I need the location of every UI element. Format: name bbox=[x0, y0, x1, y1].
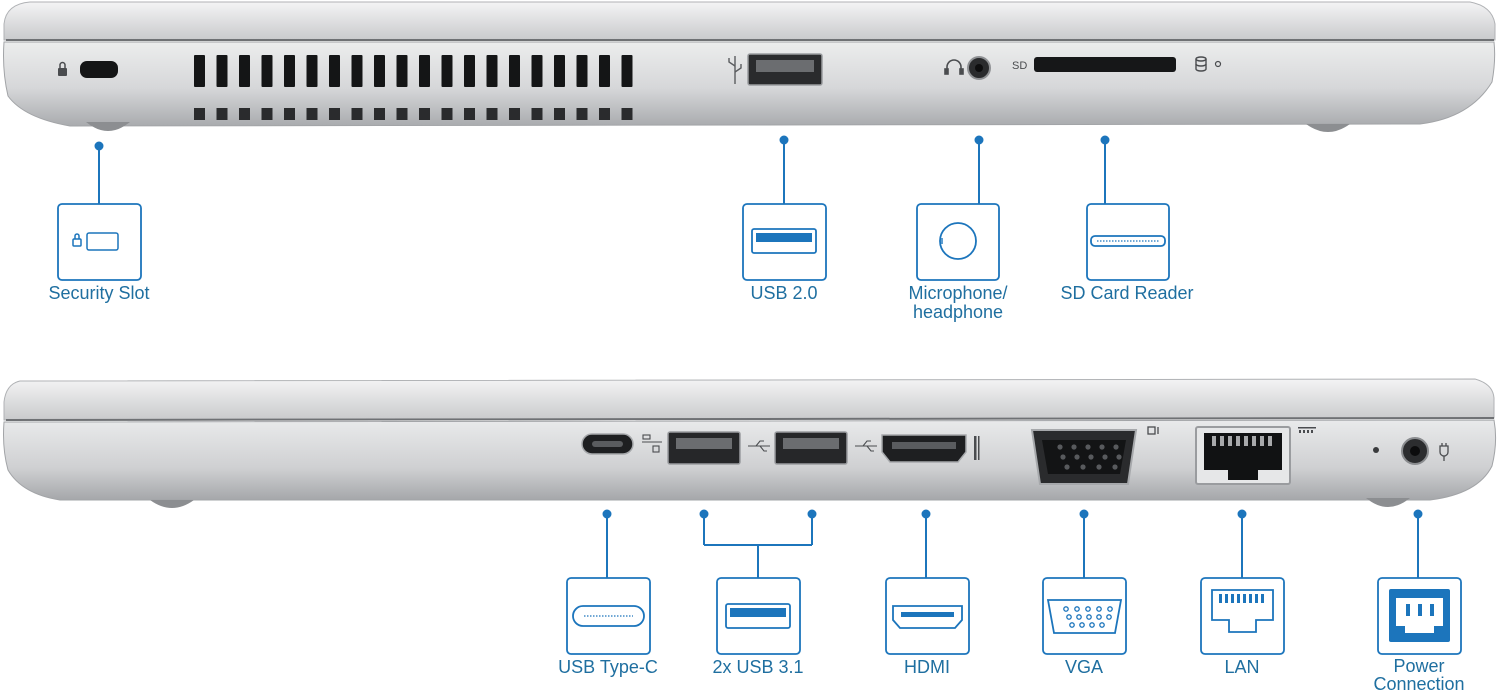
usb-type-c-label: USB Type-C bbox=[558, 657, 658, 677]
power-connector-icon bbox=[1389, 589, 1450, 642]
lock-slot-icon bbox=[72, 232, 119, 251]
laptop-left-side: SD bbox=[3, 1, 1496, 132]
hdmi-label: HDMI bbox=[904, 657, 950, 677]
storage-icon bbox=[1195, 56, 1207, 72]
audio-jack-icon bbox=[939, 222, 977, 260]
hdmi-card bbox=[885, 577, 970, 655]
lan-label: LAN bbox=[1224, 657, 1260, 677]
network-symbol-icon bbox=[1298, 427, 1316, 433]
audio-jack-label: Microphone/ headphone bbox=[908, 283, 1008, 322]
usb-3-symbol-icon bbox=[748, 440, 770, 452]
power-connection-label: Power Connection bbox=[1373, 656, 1465, 694]
ethernet-port-icon bbox=[1211, 589, 1274, 633]
security-slot-card bbox=[57, 203, 142, 281]
power-plug-symbol-icon bbox=[1439, 443, 1449, 461]
usb-3-symbol-icon bbox=[855, 440, 877, 452]
right-side-callouts bbox=[602, 509, 1423, 578]
usb-2-0-card bbox=[742, 203, 827, 281]
sd-marking: SD bbox=[1012, 60, 1027, 72]
usb-a-port-icon bbox=[725, 603, 791, 629]
usb-symbol-icon bbox=[728, 56, 742, 84]
headphone-icon bbox=[944, 59, 964, 75]
hdmi-port-icon bbox=[892, 605, 963, 629]
sd-card-reader-card bbox=[1086, 203, 1170, 281]
left-side-callouts bbox=[94, 135, 1110, 204]
vga-card bbox=[1042, 577, 1127, 655]
lan-card bbox=[1200, 577, 1285, 655]
power-connection-card bbox=[1377, 577, 1462, 655]
power-led bbox=[1373, 447, 1379, 453]
lock-icon bbox=[58, 61, 67, 76]
usb-c-symbol-icon bbox=[642, 434, 662, 453]
usb-type-c-card bbox=[566, 577, 651, 655]
hdmi-symbol-icon bbox=[974, 436, 980, 460]
usb-2-0-label: USB 2.0 bbox=[750, 283, 818, 303]
audio-jack-card bbox=[916, 203, 1000, 281]
usb-3-1-label: 2x USB 3.1 bbox=[712, 657, 804, 677]
sd-card-slot bbox=[1034, 57, 1176, 72]
sd-card-slot-icon bbox=[1090, 235, 1166, 247]
usb-a-port-icon bbox=[751, 228, 817, 254]
laptop-right-side bbox=[3, 378, 1497, 508]
indicator-light bbox=[1214, 60, 1222, 68]
usb-3-1-card bbox=[716, 577, 801, 655]
cooling-vent bbox=[194, 55, 633, 120]
sd-card-reader-label: SD Card Reader bbox=[1060, 283, 1194, 303]
security-slot-label: Security Slot bbox=[48, 283, 150, 303]
security-slot-port bbox=[80, 61, 118, 78]
vga-label: VGA bbox=[1064, 657, 1104, 677]
usb-c-port-icon bbox=[572, 605, 645, 627]
vga-symbol-icon bbox=[1147, 426, 1159, 435]
vga-port-icon bbox=[1046, 599, 1123, 634]
